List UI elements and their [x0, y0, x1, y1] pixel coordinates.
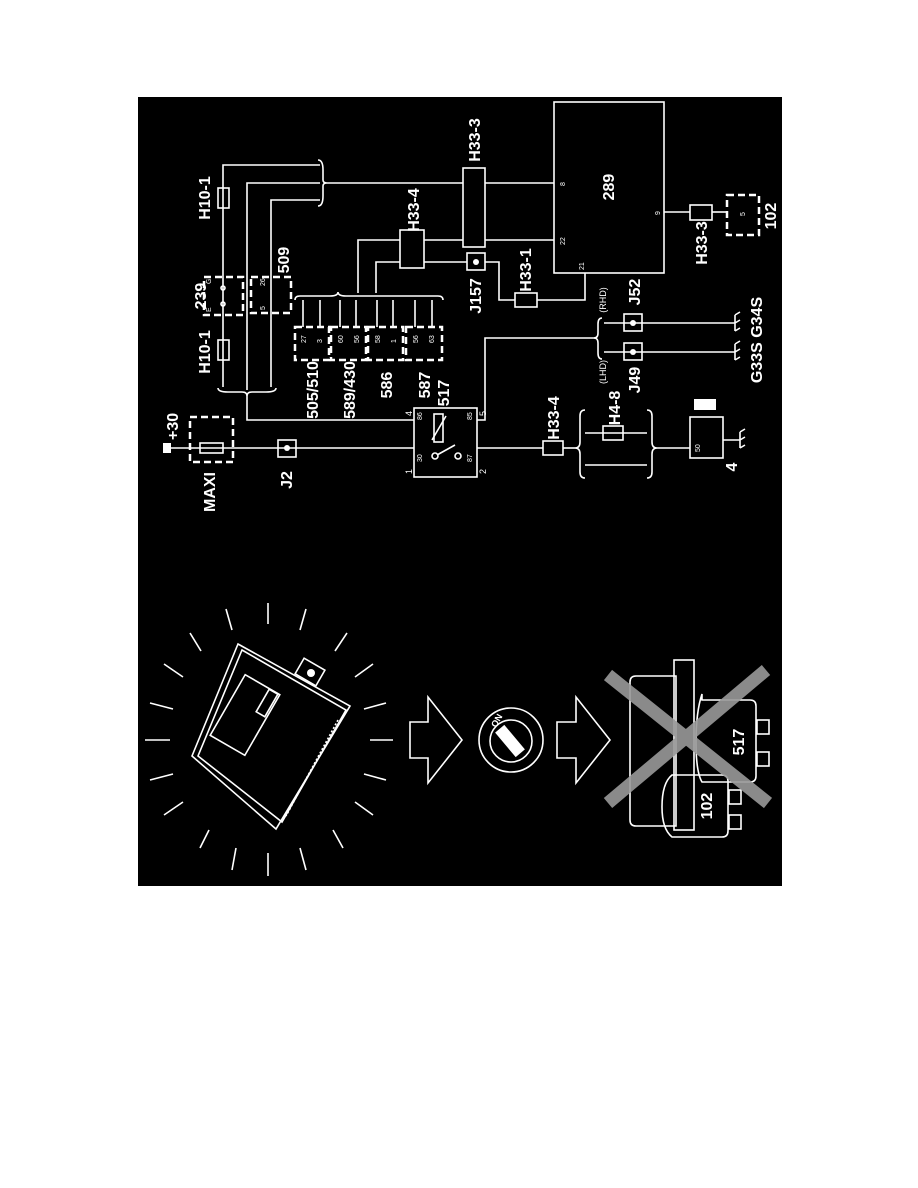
relay-102-illustration-label: 102 — [699, 793, 716, 820]
svg-text:H33-4: H33-4 — [546, 396, 563, 440]
svg-text:E: E — [206, 307, 213, 312]
svg-text:H33-1: H33-1 — [518, 248, 535, 292]
svg-text:239: 239 — [193, 283, 210, 310]
connector-h4-8 — [602, 425, 624, 441]
connector-h33-3-right: H33-3 — [689, 204, 727, 265]
connector-h33-1: H33-1 — [514, 248, 586, 308]
svg-text:58: 58 — [375, 335, 382, 343]
supply-feed: +30 — [163, 413, 414, 453]
svg-text:56: 56 — [413, 335, 420, 343]
svg-text:85: 85 — [467, 412, 474, 420]
svg-text:5: 5 — [740, 212, 747, 216]
ground-g34s-icon — [734, 311, 741, 332]
svg-text:G: G — [206, 279, 213, 284]
svg-text:60: 60 — [338, 335, 345, 343]
svg-text:H33-4: H33-4 — [406, 188, 423, 232]
ground-g33s-icon — [734, 340, 741, 361]
svg-text:J49: J49 — [627, 367, 644, 394]
svg-text:(LHD): (LHD) — [598, 360, 608, 384]
svg-text:(RHD): (RHD) — [598, 287, 608, 313]
connector-h33-3-top: H33-3 — [462, 118, 554, 248]
svg-text:9: 9 — [655, 211, 662, 215]
svg-text:586: 586 — [379, 372, 396, 399]
svg-text:H4-8: H4-8 — [607, 391, 624, 426]
svg-text:587: 587 — [417, 372, 434, 399]
relay-517-illustration-label: 517 — [731, 729, 748, 756]
ecu-illustration — [145, 603, 393, 876]
junction-j2: J2 — [277, 439, 297, 489]
svg-text:3: 3 — [317, 339, 324, 343]
starter-4 — [689, 416, 724, 459]
cross-out-icon — [603, 665, 773, 809]
svg-text:289: 289 — [601, 174, 618, 201]
svg-text:H33-3: H33-3 — [694, 221, 711, 265]
svg-text:589/430: 589/430 — [342, 361, 359, 419]
diagram-background — [138, 97, 782, 886]
component-509: 26 5 509 — [249, 247, 293, 315]
relays-removed-illustration: 517 102 — [603, 659, 773, 838]
module-589-430 — [329, 325, 368, 362]
svg-text:27: 27 — [301, 335, 308, 343]
fuse-icon — [199, 442, 224, 454]
ecu-289: 289 8 22 21 9 — [553, 101, 690, 274]
connector-h10-1-top: H10-1 — [197, 176, 230, 220]
component-239: E G 239 — [193, 275, 245, 317]
svg-text:H10-1: H10-1 — [197, 176, 214, 220]
module-587 — [404, 325, 444, 362]
svg-text:102: 102 — [763, 203, 780, 230]
svg-text:J157: J157 — [468, 278, 485, 314]
svg-text:26: 26 — [260, 278, 267, 286]
svg-text:4: 4 — [724, 462, 741, 471]
module-group: 27 3 60 56 58 1 56 63 505/510 589/430 58… — [293, 239, 444, 419]
module-586 — [366, 325, 405, 362]
junction-j49 — [623, 342, 643, 361]
svg-text:505/510: 505/510 — [305, 361, 322, 419]
svg-text:H33-3: H33-3 — [467, 118, 484, 162]
svg-text:30: 30 — [417, 454, 424, 462]
connector-h10-1-bottom: H10-1 — [197, 330, 230, 374]
component-102: 5 102 — [725, 193, 780, 237]
module-505-510 — [293, 325, 331, 362]
relay-517: 30 87 86 85 1 2 4 5 517 — [404, 380, 488, 478]
flash-rays-icon — [145, 603, 393, 876]
starter-gear-icon — [694, 399, 716, 410]
svg-text:H10-1: H10-1 — [197, 330, 214, 374]
junction-j52 — [623, 313, 643, 332]
svg-text:21: 21 — [579, 262, 586, 270]
svg-text:J52: J52 — [627, 279, 644, 306]
svg-text:8: 8 — [560, 182, 567, 186]
svg-text:86: 86 — [417, 412, 424, 420]
svg-text:509: 509 — [276, 247, 293, 274]
svg-text:56: 56 — [354, 335, 361, 343]
relay-517-label: 517 — [436, 380, 453, 407]
svg-text:5: 5 — [260, 306, 267, 310]
top-wiring — [217, 159, 463, 421]
svg-text:1: 1 — [404, 469, 414, 474]
maxi-label: MAXI — [202, 472, 219, 512]
maxi-fuse-box: MAXI — [188, 415, 235, 512]
svg-text:5: 5 — [478, 411, 488, 416]
ground-circuit: (RHD) (LHD) J52 J49 G33S G34S — [477, 279, 766, 421]
svg-text:87: 87 — [467, 454, 474, 462]
supply-label: +30 — [165, 413, 182, 440]
svg-text:22: 22 — [560, 237, 567, 245]
svg-text:1: 1 — [391, 339, 398, 343]
svg-text:50: 50 — [695, 444, 702, 452]
arrow-right-icon — [409, 694, 464, 786]
svg-text:G33S G34S: G33S G34S — [749, 297, 766, 384]
connector-h33-4-top: H33-4 — [399, 188, 463, 269]
svg-text:J2: J2 — [279, 471, 296, 489]
junction-j157: J157 — [424, 252, 515, 314]
svg-text:2: 2 — [478, 469, 488, 474]
arrow-right-icon — [556, 694, 612, 786]
ground-icon — [739, 428, 746, 449]
svg-text:4: 4 — [404, 411, 414, 416]
svg-text:63: 63 — [429, 335, 436, 343]
start-circuit: H33-4 H4-8 50 4 — [477, 391, 746, 479]
